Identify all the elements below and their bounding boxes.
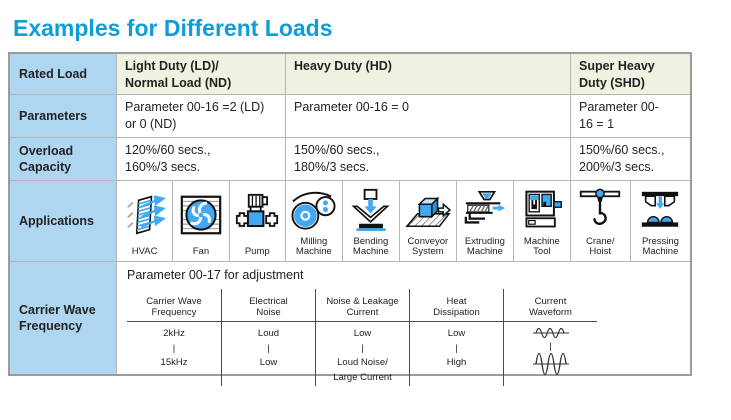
loads-table: Rated Load Light Duty (LD)/Normal Load (…: [8, 52, 692, 386]
hvac-icon: [123, 183, 167, 247]
milling-machine-icon: [291, 183, 337, 237]
application-fan: Fan: [173, 181, 230, 261]
large-sine-waveform-icon: [531, 352, 571, 378]
crane-hoist-icon: [578, 183, 622, 237]
parameters-label: Parameters: [10, 95, 117, 137]
overload-ld: 120%/60 secs.,160%/3 secs.: [117, 138, 286, 180]
rated-load-label: Rated Load: [10, 54, 117, 94]
carrier-adjustment-note: Parameter 00-17 for adjustment: [127, 268, 304, 282]
range-separator: |: [361, 342, 364, 354]
application-pump: Pump: [230, 181, 286, 261]
rated-load-ld: Light Duty (LD)/Normal Load (ND): [117, 54, 286, 94]
page-title: Examples for Different Loads: [13, 15, 333, 41]
overload-shd: 150%/60 secs.,200%/3 secs.: [579, 143, 665, 174]
pump-icon: [235, 183, 279, 247]
parameters-hd: Parameter 00-16 = 0: [286, 95, 571, 137]
applications-label: Applications: [10, 181, 117, 261]
pressing-machine-icon: [637, 183, 683, 237]
application-crane-hoist: Crane/Hoist: [571, 181, 631, 261]
parameters-ld: Parameter 00-16 =2 (LD)or 0 (ND): [117, 95, 286, 137]
range-separator: |: [549, 341, 552, 353]
fan-icon: [179, 183, 223, 247]
range-separator: |: [455, 342, 458, 354]
extruding-machine-icon: [462, 183, 508, 237]
overload-hd: 150%/60 secs.,180%/3 secs.: [286, 138, 571, 180]
rated-load-hd: Heavy Duty (HD): [286, 54, 571, 94]
bending-machine-icon: [349, 183, 393, 237]
machine-tool-icon: [520, 183, 564, 237]
parameters-row: Parameters Parameter 00-16 =2 (LD)or 0 (…: [10, 94, 690, 137]
conveyor-system-icon: [405, 183, 451, 237]
rated-load-row: Rated Load Light Duty (LD)/Normal Load (…: [10, 54, 690, 94]
parameters-shd: Parameter 00-16 = 1: [579, 100, 659, 131]
range-separator: |: [172, 342, 176, 354]
applications-row: Applications HVAC: [10, 180, 690, 261]
carrier-wave-content: Parameter 00-17 for adjustment Carrier W…: [117, 262, 690, 386]
range-separator: |: [267, 342, 270, 354]
small-sine-waveform-icon: [531, 326, 571, 342]
application-hvac: HVAC: [117, 181, 174, 261]
